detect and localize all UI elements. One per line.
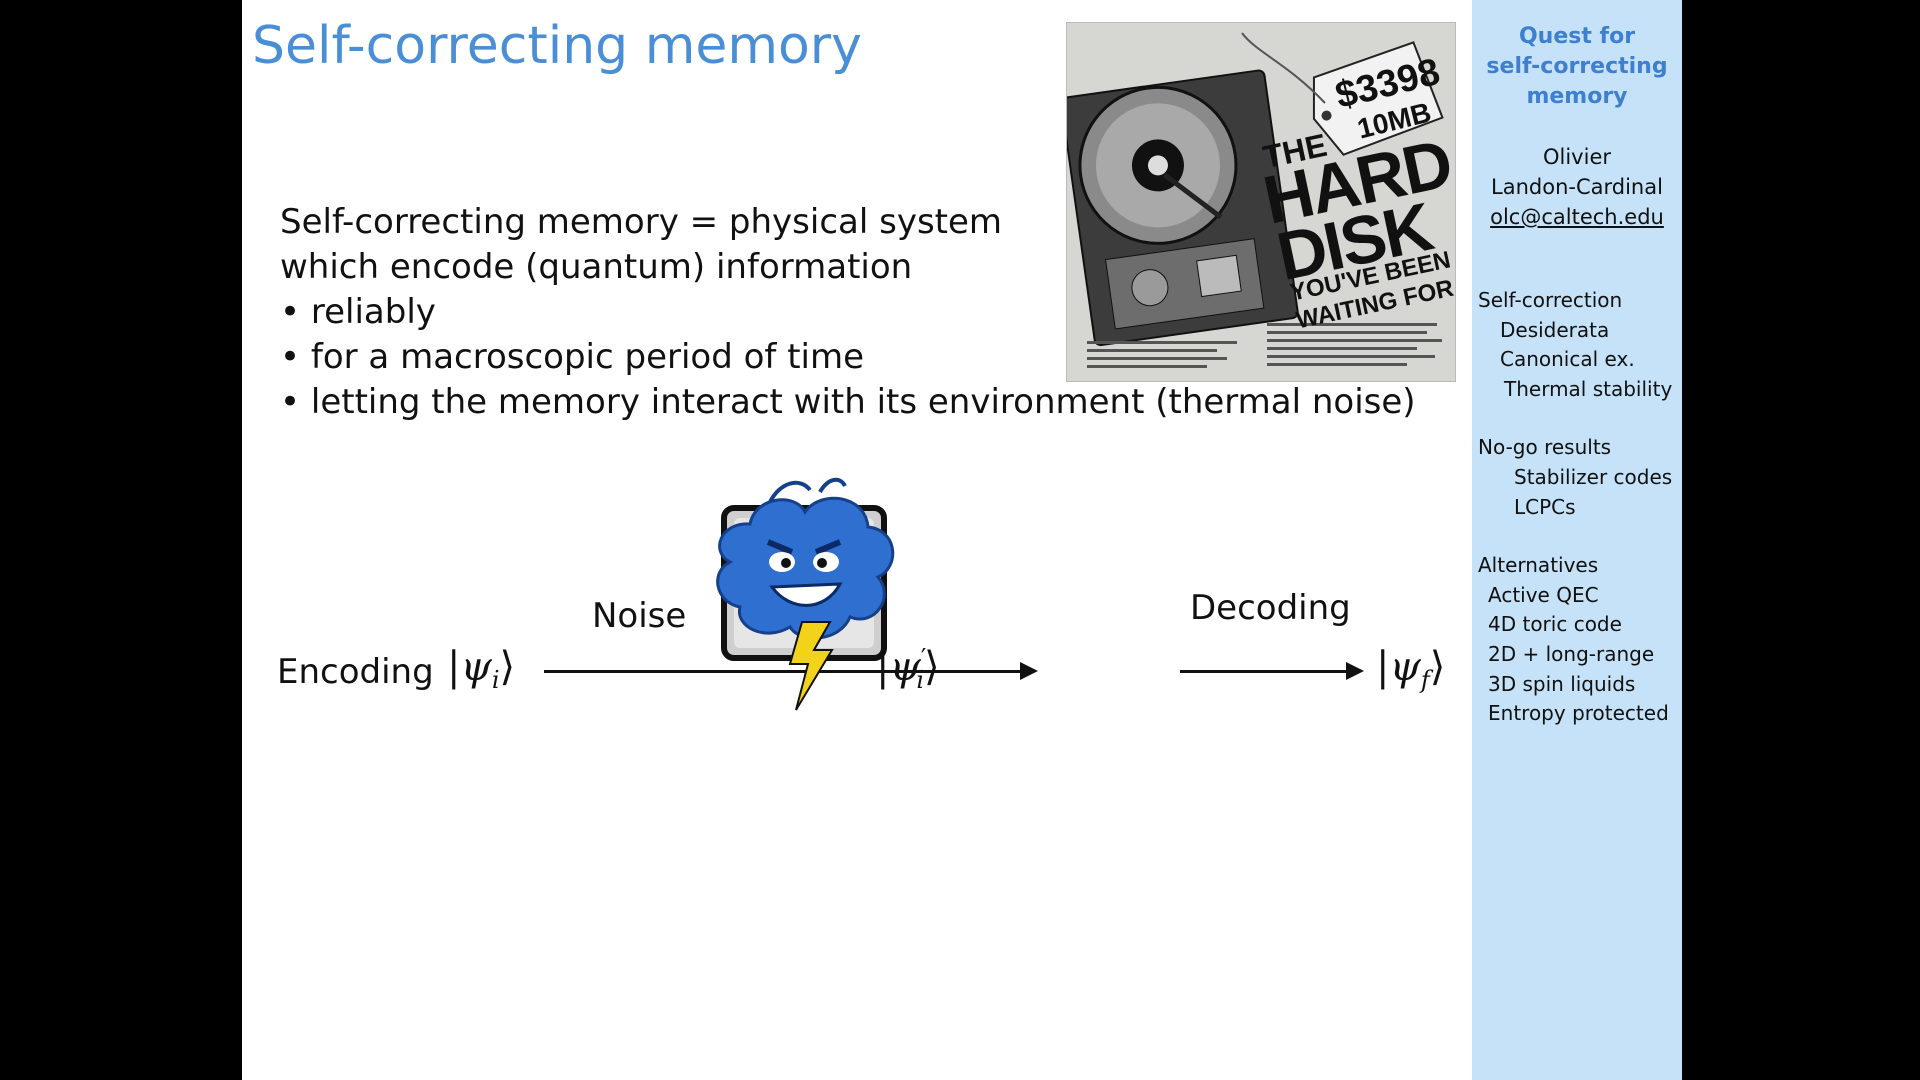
storm-cloud-icon: [716, 477, 895, 711]
ket-psi-final: |ψf⟩: [1376, 644, 1446, 694]
outline-gap: [1478, 404, 1672, 433]
outline-item[interactable]: 4D toric code: [1488, 612, 1622, 637]
sidebar-title-line: Quest for: [1518, 24, 1636, 49]
noise-arrow: [544, 662, 1038, 680]
author-email-link[interactable]: olc@caltech.edu: [1490, 205, 1664, 229]
encoding-label: Encoding: [277, 652, 434, 692]
outline-item[interactable]: 2D + long-range: [1488, 641, 1655, 666]
outline-item[interactable]: LCPCs: [1514, 494, 1576, 519]
decoding-label: Decoding: [1190, 588, 1351, 628]
outline-item[interactable]: Entropy protected: [1488, 701, 1669, 726]
author-last-name: Landon-Cardinal: [1491, 175, 1663, 199]
outline-item[interactable]: Self-correction: [1478, 288, 1623, 312]
outline-item[interactable]: Alternatives: [1478, 553, 1599, 578]
decoding-arrow: [1180, 662, 1364, 680]
slide-body: Self-correcting memory = physical system…: [280, 200, 1416, 425]
outline-item[interactable]: Thermal stability: [1504, 376, 1673, 401]
sidebar: Quest for self-correcting memory Olivier…: [1472, 0, 1682, 1080]
ket-psi-noisy: |ψ′i⟩: [876, 644, 940, 694]
body-line: which encode (quantum) information: [280, 247, 913, 287]
body-line: Self-correcting memory = physical system: [280, 202, 1003, 242]
sidebar-author: Olivier Landon-Cardinal olc@caltech.edu: [1472, 142, 1682, 232]
bullet-item: reliably: [280, 290, 1416, 335]
ket-psi-initial: |ψi⟩: [447, 644, 516, 694]
outline-item[interactable]: No-go results: [1478, 435, 1612, 460]
slide-title: Self-correcting memory: [252, 16, 862, 76]
author-first-name: Olivier: [1542, 145, 1611, 169]
sidebar-title-line: self-correcting: [1486, 54, 1668, 79]
outline-item[interactable]: Active QEC: [1488, 582, 1599, 607]
outline-item[interactable]: Stabilizer codes: [1514, 464, 1673, 489]
outline-item[interactable]: 3D spin liquids: [1488, 671, 1636, 696]
bullet-item: letting the memory interact with its env…: [280, 380, 1416, 425]
sidebar-title: Quest for self-correcting memory: [1472, 22, 1682, 112]
bullet-item: for a macroscopic period of time: [280, 335, 1416, 380]
noise-label: Noise: [592, 596, 687, 636]
outline-item[interactable]: Canonical ex.: [1500, 347, 1635, 372]
outline-item[interactable]: Desiderata: [1500, 317, 1610, 342]
sidebar-title-line: memory: [1526, 84, 1628, 109]
slide: Self-correcting memory: [242, 0, 1472, 1080]
outline-gap: [1478, 522, 1672, 551]
